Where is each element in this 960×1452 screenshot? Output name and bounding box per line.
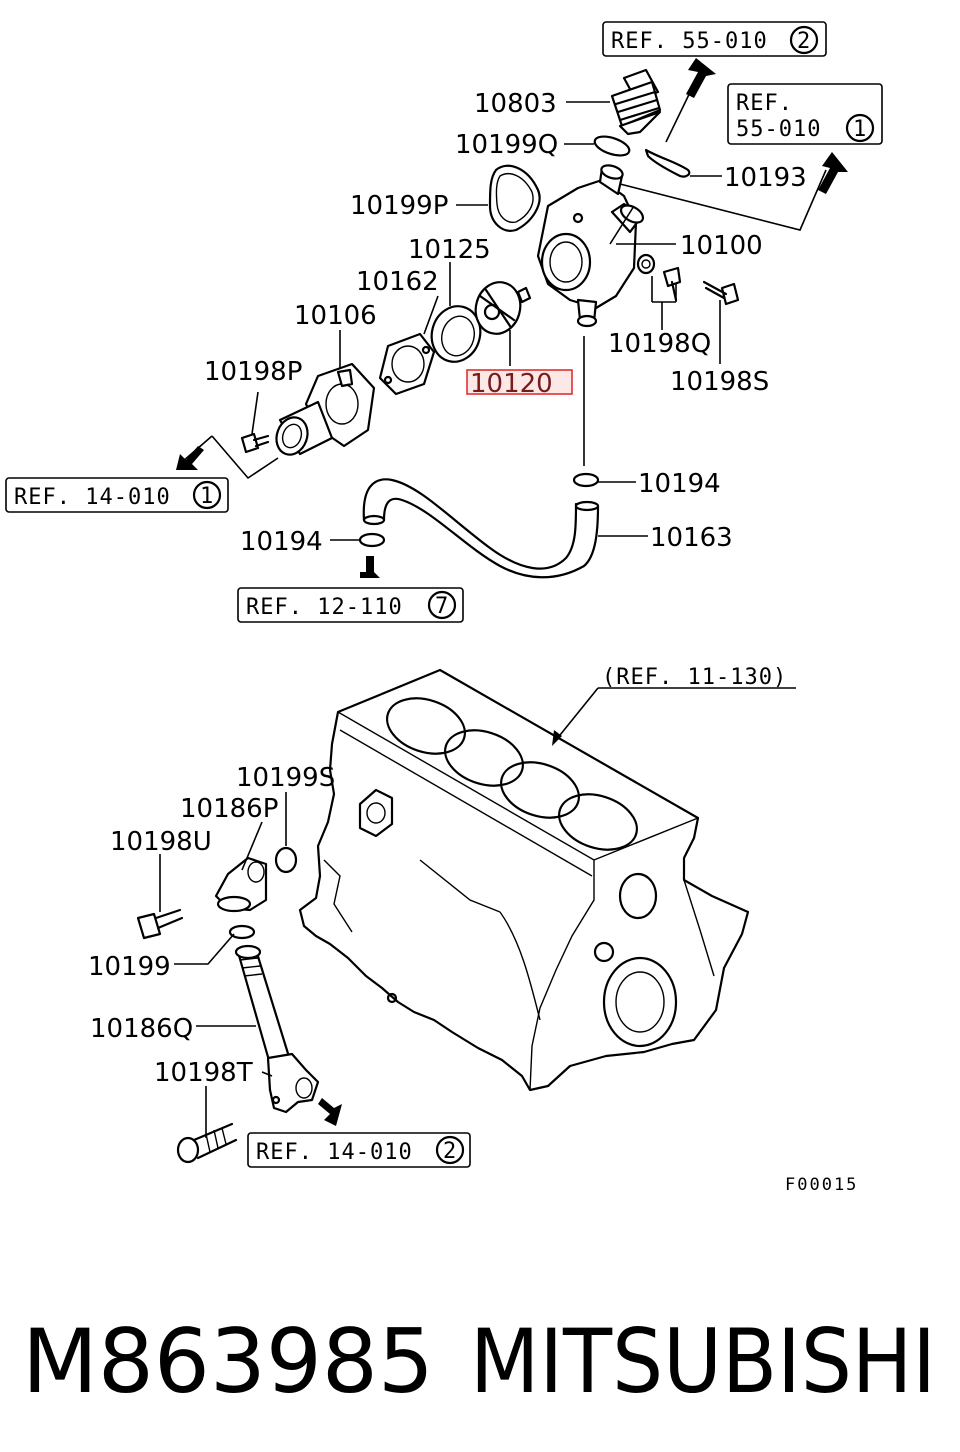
washer-10199q <box>593 135 631 157</box>
label-10803: 10803 <box>474 89 557 119</box>
ref-box-12-110-7[interactable]: REF. 12-110 7 <box>237 587 464 623</box>
gasket-10199p <box>488 164 541 232</box>
label-10199p: 10199P <box>350 191 448 221</box>
clamp-10194-upper <box>572 472 600 488</box>
label-10125: 10125 <box>408 235 491 265</box>
svg-text:55-010: 55-010 <box>736 117 821 142</box>
label-10199q: 10199Q <box>455 130 558 160</box>
svg-text:REF.: REF. <box>736 91 793 116</box>
label-10106: 10106 <box>294 301 377 331</box>
label-10194-lower: 10194 <box>240 527 323 557</box>
ref-label-11-130[interactable]: (REF. 11-130) <box>602 665 787 690</box>
svg-text:REF. 55-010: REF. 55-010 <box>611 29 768 54</box>
svg-text:2: 2 <box>443 1139 457 1164</box>
part-labels: 10803 10199Q 10193 10199P 10100 10125 10… <box>88 89 807 1088</box>
hose-10163 <box>362 478 600 579</box>
bolt-10198s <box>702 280 740 306</box>
label-10198p: 10198P <box>204 357 302 387</box>
leader-lines-lower <box>159 687 796 1138</box>
bolt-10198u <box>136 908 184 940</box>
label-10163: 10163 <box>650 523 733 553</box>
ref-box-14-010-2[interactable]: REF. 14-010 2 <box>247 1132 471 1168</box>
svg-text:1: 1 <box>200 484 214 509</box>
clip-10193 <box>644 148 691 178</box>
label-10198t: 10198T <box>154 1058 253 1088</box>
svg-text:REF. 14-010: REF. 14-010 <box>14 485 171 510</box>
o-ring-10199 <box>228 924 256 940</box>
bolt-10198p <box>240 432 270 454</box>
o-ring-10125 <box>430 305 482 363</box>
water-inlet-10106 <box>275 362 376 456</box>
nut-bolt-10198q <box>636 253 682 302</box>
label-10193: 10193 <box>724 163 807 193</box>
label-10186q: 10186Q <box>90 1014 193 1044</box>
ref-box-55-010-1[interactable]: REF. 55-010 1 <box>727 83 883 145</box>
gasket-10199s <box>274 846 298 874</box>
label-10186p: 10186P <box>180 794 278 824</box>
footer-part-number: M863985 <box>22 1310 434 1413</box>
bolt-10198t <box>176 1122 238 1164</box>
label-10198q: 10198Q <box>608 329 711 359</box>
pipe-10186q <box>234 944 320 1114</box>
sensor-10803 <box>610 68 662 136</box>
diagram-code: F00015 <box>785 1175 858 1195</box>
label-10162: 10162 <box>356 267 439 297</box>
svg-text:REF. 12-110: REF. 12-110 <box>246 595 403 620</box>
label-10199s: 10199S <box>236 763 335 793</box>
elbow-10186p <box>214 856 268 913</box>
label-10100: 10100 <box>680 231 763 261</box>
label-10198u: 10198U <box>110 827 212 857</box>
label-10199: 10199 <box>88 952 171 982</box>
svg-text:2: 2 <box>797 29 811 54</box>
label-10120[interactable]: 10120 <box>470 369 553 399</box>
label-10194-upper: 10194 <box>638 469 721 499</box>
engine-block <box>298 668 750 1092</box>
clamp-10194-lower <box>358 532 386 548</box>
gasket-10162 <box>378 332 436 396</box>
thermostat-10120 <box>474 281 532 335</box>
svg-text:1: 1 <box>853 117 867 142</box>
highlight-box-10120 <box>466 369 573 395</box>
svg-text:REF. 14-010: REF. 14-010 <box>256 1140 413 1165</box>
ref-box-55-010-2[interactable]: REF. 55-010 2 <box>602 21 827 57</box>
direction-arrows <box>176 58 848 1126</box>
svg-text:7: 7 <box>435 594 449 619</box>
ref-box-14-010-1[interactable]: REF. 14-010 1 <box>5 477 229 513</box>
footer-brand: MITSUBISHI <box>470 1310 936 1413</box>
label-10198s: 10198S <box>670 367 769 397</box>
